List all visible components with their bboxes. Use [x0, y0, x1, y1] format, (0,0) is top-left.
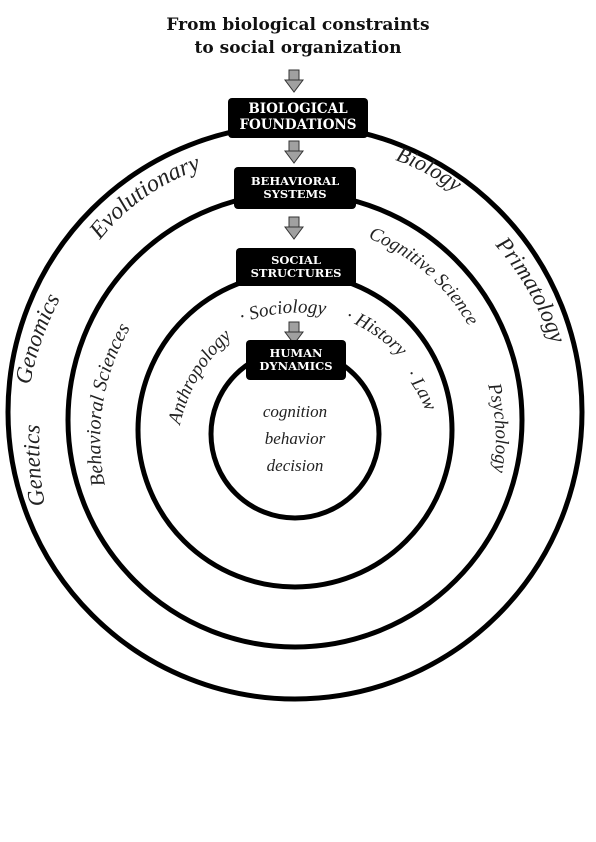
- label-cognitive-science: Cognitive Science: [366, 223, 483, 329]
- box-social-line-1: SOCIAL: [271, 252, 321, 267]
- box-human-dynamics: HUMAN DYNAMICS: [246, 340, 346, 380]
- box-biological-line-2: FOUNDATIONS: [239, 117, 357, 133]
- arrow-social-to-human: [284, 321, 304, 345]
- arrow-top: [284, 69, 304, 93]
- label-law: · Law: [401, 365, 441, 414]
- arrow-biological-to-behavioral: [284, 140, 304, 164]
- label-behavioral-sciences: Behavioral Sciences: [83, 319, 135, 488]
- label-anthropology: Anthropology: [164, 325, 236, 428]
- title-line-2: to social organization: [194, 38, 402, 58]
- box-behavioral-line-2: SYSTEMS: [263, 187, 327, 201]
- diagram-title: From biological constraints to social or…: [0, 14, 596, 60]
- center-word-cognition: cognition: [262, 402, 328, 421]
- center-words: cognition behavior decision: [230, 398, 360, 479]
- label-biology: Biology: [393, 141, 467, 196]
- label-genetics: Genetics: [19, 424, 50, 508]
- box-human-line-1: HUMAN: [269, 345, 323, 360]
- box-behavioral-systems: BEHAVIORAL SYSTEMS: [234, 167, 356, 209]
- center-word-behavior: behavior: [264, 429, 326, 448]
- box-biological-foundations: BIOLOGICAL FOUNDATIONS: [228, 98, 368, 138]
- box-social-structures: SOCIAL STRUCTURES: [236, 248, 356, 286]
- label-psychology: Psychology: [483, 380, 512, 475]
- box-biological-line-1: BIOLOGICAL: [248, 101, 348, 118]
- title-line-1: From biological constraints: [166, 15, 430, 35]
- box-behavioral-line-1: BEHAVIORAL: [250, 173, 340, 188]
- center-word-decision: decision: [266, 456, 324, 475]
- box-human-line-2: DYNAMICS: [259, 359, 333, 373]
- label-sociology: · Sociology: [237, 297, 328, 328]
- box-social-line-2: STRUCTURES: [250, 266, 342, 280]
- arrow-behavioral-to-social: [284, 216, 304, 240]
